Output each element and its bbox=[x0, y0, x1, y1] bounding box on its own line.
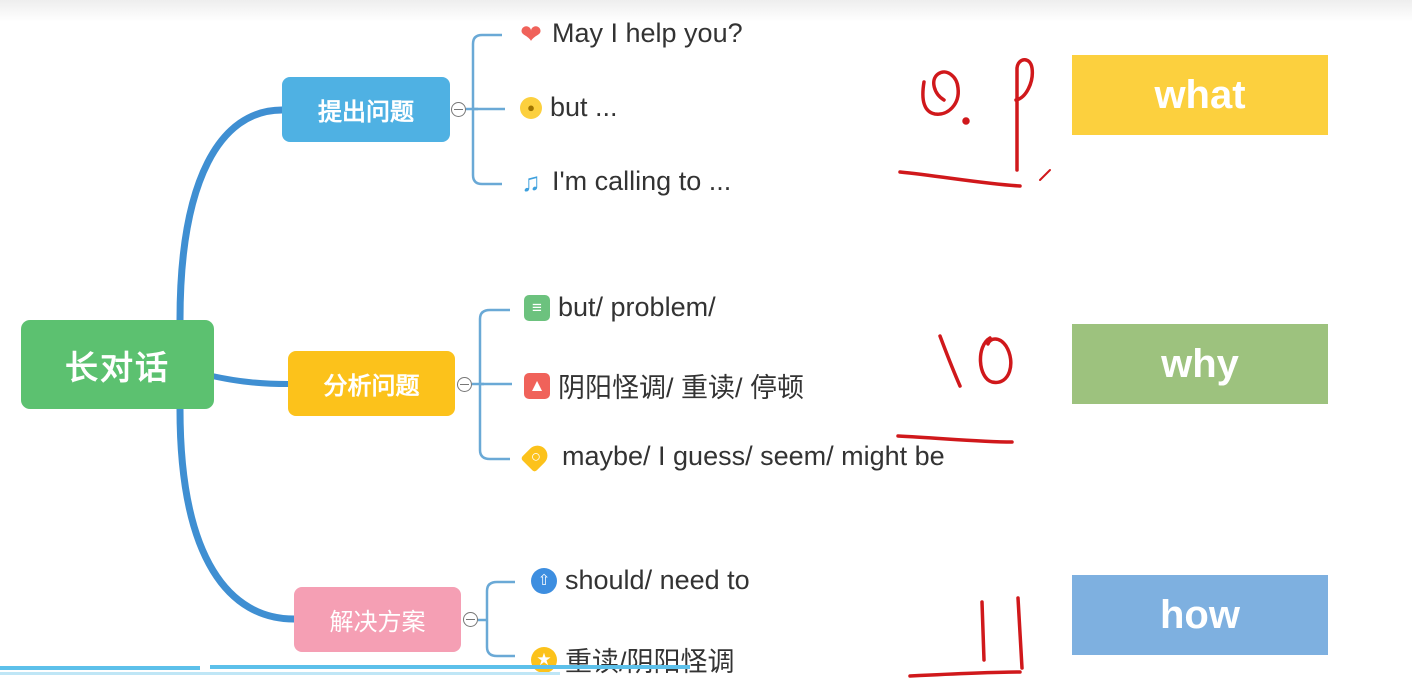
leaf-text: May I help you? bbox=[552, 18, 743, 48]
leaf-text: maybe/ I guess/ seem/ might be bbox=[562, 441, 945, 471]
branch-node-solution[interactable]: 解决方案 bbox=[294, 587, 461, 652]
leaf-text: but ... bbox=[550, 92, 618, 122]
handwritten-digit-1 bbox=[938, 334, 962, 388]
handwritten-underline-2 bbox=[896, 434, 1014, 444]
handwritten-digit-1b bbox=[1016, 596, 1024, 670]
window-top-fade bbox=[0, 0, 1412, 22]
heart-icon: ❤ bbox=[520, 18, 542, 49]
leaf-text: but/ problem/ bbox=[558, 292, 716, 322]
pen-cursor-mark bbox=[1039, 169, 1051, 181]
handwritten-digit-1a bbox=[980, 600, 986, 662]
handwritten-digit-9 bbox=[1014, 58, 1035, 172]
cloud-upload-icon: ⇧ bbox=[531, 567, 557, 594]
handwritten-digit-0 bbox=[978, 336, 1013, 385]
music-note-icon: ♫ bbox=[521, 166, 541, 197]
leaf-text: I'm calling to ... bbox=[552, 166, 732, 196]
leaf-text: should/ need to bbox=[565, 565, 750, 595]
leaf-item[interactable]: ❤ May I help you? bbox=[518, 18, 743, 49]
root-node[interactable]: 长对话 bbox=[21, 320, 214, 409]
thumbs-up-icon: ▲ bbox=[524, 372, 550, 399]
handwritten-underline-3 bbox=[908, 670, 1022, 678]
leaf-item[interactable]: ♫ I'm calling to ... bbox=[518, 166, 731, 197]
leaf-text: 阴阳怪调/ 重读/ 停顿 bbox=[558, 373, 805, 403]
handwritten-underline-1 bbox=[898, 170, 1022, 188]
handwritten-digit-8 bbox=[921, 70, 960, 116]
leaf-item[interactable]: ○ maybe/ I guess/ seem/ might be bbox=[520, 440, 945, 473]
what-label-box: what bbox=[1072, 55, 1328, 135]
collapse-toggle-branch-2[interactable] bbox=[457, 377, 472, 392]
leaf-item[interactable]: ≡ but/ problem/ bbox=[524, 292, 716, 323]
why-label-box: why bbox=[1072, 324, 1328, 404]
how-label-box: how bbox=[1072, 575, 1328, 655]
leaf-item[interactable]: ⇧ should/ need to bbox=[531, 565, 750, 596]
branch-node-ask-question[interactable]: 提出问题 bbox=[282, 77, 450, 142]
notebook-icon: ≡ bbox=[524, 294, 550, 321]
leaf-text: 重读/阴阳怪调 bbox=[565, 647, 735, 677]
branch-node-analyze-problem[interactable]: 分析问题 bbox=[288, 351, 455, 416]
collapse-toggle-branch-3[interactable] bbox=[463, 612, 478, 627]
bottom-highlight-strip bbox=[0, 665, 690, 675]
leaf-item[interactable]: ▲ 阴阳怪调/ 重读/ 停顿 bbox=[524, 366, 804, 405]
leaf-item[interactable]: ● but ... bbox=[520, 92, 618, 123]
lightbulb-icon: ● bbox=[520, 96, 542, 119]
handwritten-dot bbox=[962, 117, 970, 125]
collapse-toggle-branch-1[interactable] bbox=[451, 102, 466, 117]
